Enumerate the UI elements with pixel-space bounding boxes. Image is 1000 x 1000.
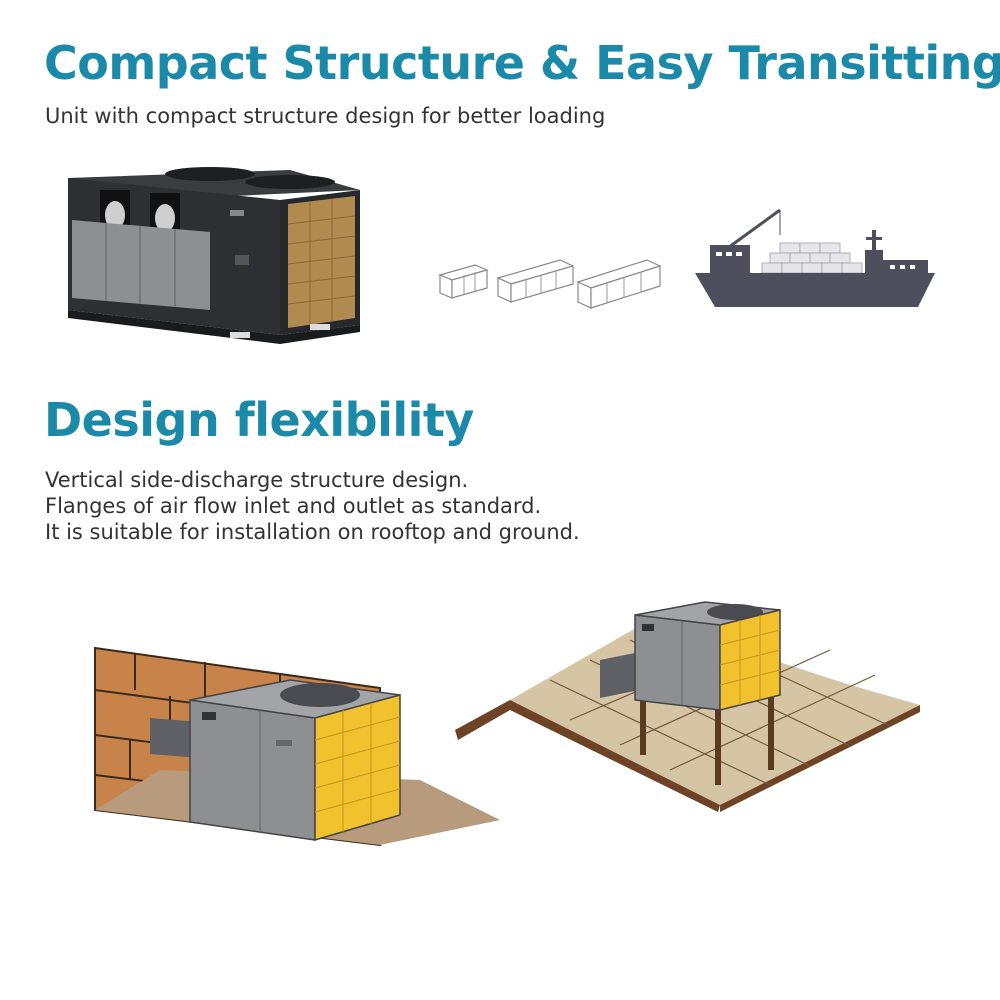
cargo-ship-icon — [695, 208, 935, 307]
feature-line: Flanges of air flow inlet and outlet as … — [45, 494, 542, 518]
rooftop-installation-illustration — [455, 601, 920, 812]
rooftop-unit-illustration — [68, 167, 360, 344]
section-title-compact: Compact Structure & Easy Transitting — [44, 36, 1000, 90]
feature-line: It is suitable for installation on rooft… — [45, 520, 580, 544]
ground-installation-illustration — [94, 646, 500, 847]
feature-list: Vertical side-discharge structure design… — [45, 467, 580, 545]
section-subtitle-compact: Unit with compact structure design for b… — [45, 104, 606, 128]
container-stack-icon — [438, 259, 662, 309]
feature-line: Vertical side-discharge structure design… — [45, 468, 469, 492]
section-title-flexibility: Design flexibility — [44, 393, 474, 447]
